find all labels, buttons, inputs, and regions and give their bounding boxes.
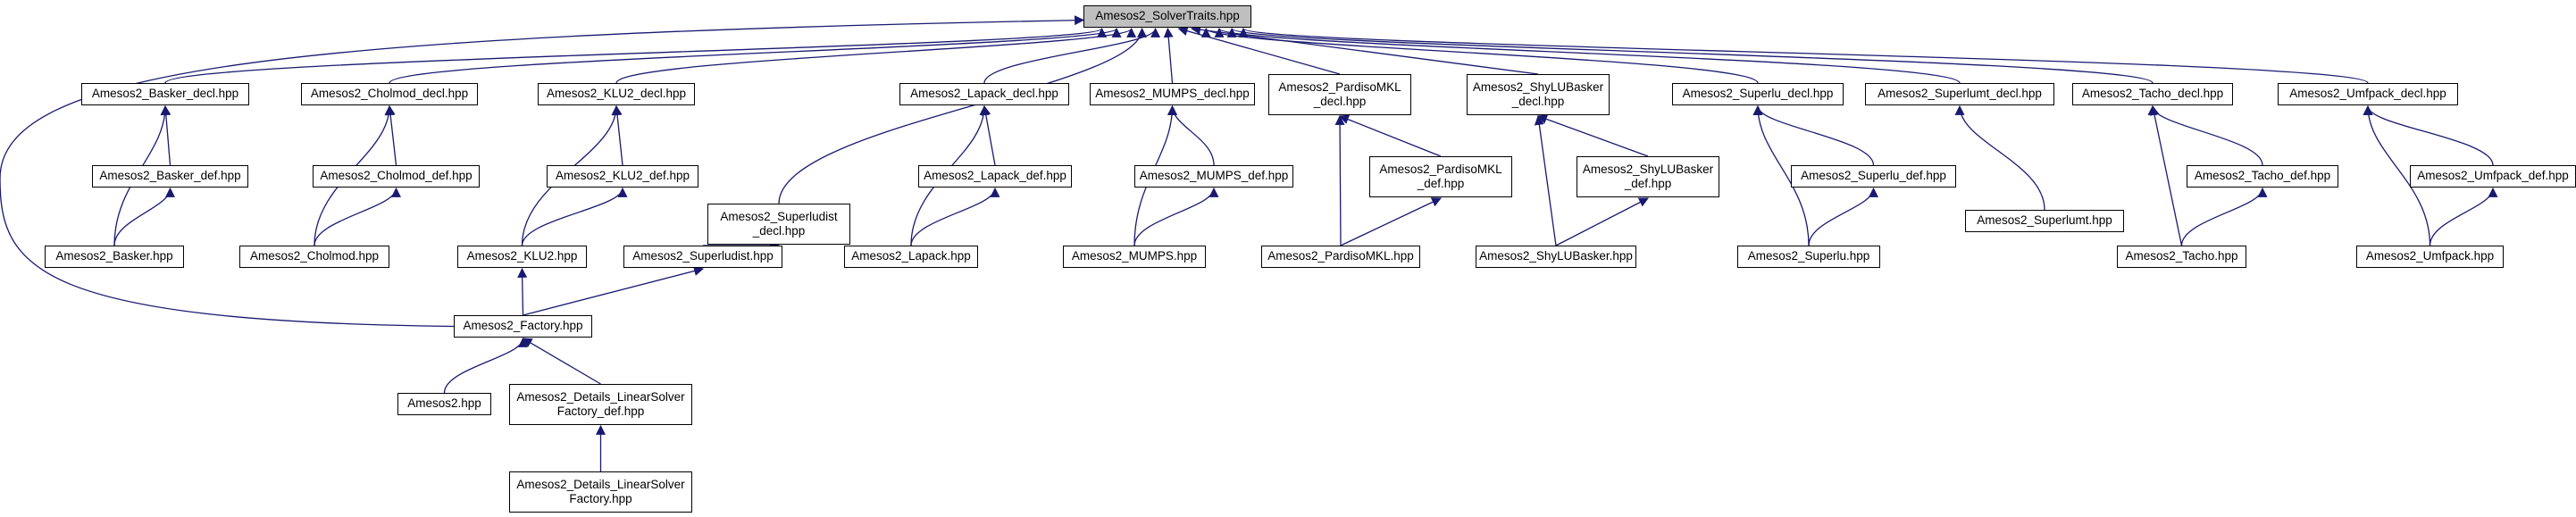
edge-basker-decl-to-root: [164, 27, 1107, 84]
edge-umfpack-to-umfpack-decl: [2363, 104, 2431, 246]
edge-shylu-to-shylu-def: [1555, 197, 1649, 246]
header-node-basker-decl[interactable]: Amesos2_Basker_decl.hpp: [81, 83, 249, 105]
edge-basker-def-to-basker-decl: [161, 104, 171, 166]
header-node-superlumt[interactable]: Amesos2_Superlumt.hpp: [1965, 210, 2124, 232]
edge-mumps-decl-to-root: [1163, 27, 1174, 84]
edge-lapack-to-lapack-def: [910, 187, 1000, 246]
edge-superludist-decl-to-root: [778, 27, 1148, 204]
edge-superlumt-decl-to-root: [1214, 27, 1961, 84]
edge-factory-to-root: [0, 15, 1085, 328]
edge-klu2-to-klu2-def: [521, 187, 628, 246]
header-node-lapack-def[interactable]: Amesos2_Lapack_def.hpp: [918, 165, 1072, 188]
header-node-pardiso-decl[interactable]: Amesos2_PardisoMKL _decl.hpp: [1268, 74, 1411, 115]
header-node-factory[interactable]: Amesos2_Factory.hpp: [454, 315, 592, 338]
edge-mumps-def-to-mumps-decl: [1167, 104, 1215, 166]
header-node-superlu-decl[interactable]: Amesos2_Superlu_decl.hpp: [1672, 83, 1844, 105]
header-node-lapack[interactable]: Amesos2_Lapack.hpp: [844, 246, 978, 268]
edge-amesos2-to-factory: [443, 337, 528, 394]
header-node-lsf-def[interactable]: Amesos2_Details_LinearSolver Factory_def…: [509, 384, 692, 425]
header-node-tacho[interactable]: Amesos2_Tacho.hpp: [2117, 246, 2246, 268]
edge-cholmod-to-cholmod-def: [314, 187, 401, 246]
edge-lsf-def-to-factory: [522, 338, 601, 385]
edge-klu2-def-to-klu2-decl: [612, 104, 623, 166]
header-node-shylu[interactable]: Amesos2_ShyLUBasker.hpp: [1476, 246, 1636, 268]
edge-lapack-decl-to-root: [983, 27, 1161, 84]
edge-basker-to-basker-def: [113, 187, 175, 246]
header-node-basker-def[interactable]: Amesos2_Basker_def.hpp: [92, 165, 248, 188]
edge-factory-to-superludist: [523, 266, 705, 316]
edge-shylu-decl-to-root: [1191, 24, 1539, 75]
header-node-root[interactable]: Amesos2_SolverTraits.hpp: [1083, 5, 1251, 28]
header-node-mumps-decl[interactable]: Amesos2_MUMPS_decl.hpp: [1090, 83, 1255, 105]
header-node-pardiso[interactable]: Amesos2_PardisoMKL.hpp: [1261, 246, 1420, 268]
header-node-lapack-decl[interactable]: Amesos2_Lapack_decl.hpp: [899, 83, 1069, 105]
header-node-cholmod[interactable]: Amesos2_Cholmod.hpp: [239, 246, 389, 268]
edge-superlu-to-superlu-def: [1808, 187, 1878, 246]
header-node-cholmod-decl[interactable]: Amesos2_Cholmod_decl.hpp: [301, 83, 478, 105]
edge-tacho-to-tacho-decl: [2149, 104, 2183, 246]
edge-superlumt-to-superlumt-decl: [1954, 104, 2045, 211]
header-node-lsf[interactable]: Amesos2_Details_LinearSolver Factory.hpp: [509, 471, 692, 513]
edge-cholmod-decl-to-root: [389, 27, 1122, 84]
header-node-amesos2[interactable]: Amesos2.hpp: [397, 393, 491, 415]
header-node-klu2-def[interactable]: Amesos2_KLU2_def.hpp: [547, 165, 698, 188]
header-node-cholmod-def[interactable]: Amesos2_Cholmod_def.hpp: [313, 165, 480, 188]
header-node-superlumt-decl[interactable]: Amesos2_Superlumt_decl.hpp: [1865, 83, 2054, 105]
edge-umfpack-to-umfpack-def: [2429, 187, 2498, 246]
header-node-umfpack[interactable]: Amesos2_Umfpack.hpp: [2356, 246, 2504, 268]
edge-tacho-to-tacho-def: [2180, 187, 2268, 246]
header-node-tacho-decl[interactable]: Amesos2_Tacho_decl.hpp: [2072, 83, 2233, 105]
edge-pardiso-to-pardiso-def: [1340, 197, 1442, 246]
header-node-superludist-decl[interactable]: Amesos2_Superludist _decl.hpp: [707, 204, 850, 245]
edge-shylu-to-shylu-decl: [1534, 114, 1557, 246]
edge-umfpack-decl-to-root: [1239, 27, 2369, 84]
edge-mumps-to-mumps-def: [1133, 187, 1219, 246]
header-node-klu2[interactable]: Amesos2_KLU2.hpp: [457, 246, 587, 268]
header-node-shylu-def[interactable]: Amesos2_ShyLUBasker _def.hpp: [1577, 156, 1719, 197]
edge-cholmod-def-to-cholmod-decl: [385, 104, 397, 166]
edge-superlu-to-superlu-decl: [1752, 104, 1810, 246]
header-node-basker[interactable]: Amesos2_Basker.hpp: [45, 246, 184, 268]
header-node-mumps-def[interactable]: Amesos2_MUMPS_def.hpp: [1134, 165, 1293, 188]
edge-tacho-def-to-tacho-decl: [2147, 104, 2263, 166]
edge-umfpack-def-to-umfpack-decl: [2363, 104, 2494, 166]
edge-lapack-def-to-lapack-decl: [981, 104, 996, 166]
header-node-tacho-def[interactable]: Amesos2_Tacho_def.hpp: [2187, 165, 2338, 188]
header-node-superludist[interactable]: Amesos2_Superludist.hpp: [623, 246, 782, 268]
header-node-pardiso-def[interactable]: Amesos2_PardisoMKL _def.hpp: [1369, 156, 1512, 197]
edge-pardiso-decl-to-root: [1177, 26, 1341, 75]
edge-pardiso-def-to-pardiso-decl: [1338, 114, 1442, 157]
header-node-umfpack-def[interactable]: Amesos2_Umfpack_def.hpp: [2410, 165, 2576, 188]
edge-shylu-def-to-shylu-decl: [1536, 114, 1649, 157]
edge-tacho-decl-to-root: [1227, 27, 2154, 84]
edge-klu2-decl-to-root: [615, 27, 1136, 84]
header-node-klu2-decl[interactable]: Amesos2_KLU2_decl.hpp: [538, 83, 695, 105]
header-node-shylu-decl[interactable]: Amesos2_ShyLUBasker _decl.hpp: [1467, 74, 1610, 115]
edge-pardiso-to-pardiso-decl: [1334, 114, 1345, 246]
header-node-mumps[interactable]: Amesos2_MUMPS.hpp: [1063, 246, 1206, 268]
header-node-umfpack-decl[interactable]: Amesos2_Umfpack_decl.hpp: [2278, 83, 2458, 105]
header-node-superlu-def[interactable]: Amesos2_Superlu_def.hpp: [1791, 165, 1956, 188]
header-node-superlu[interactable]: Amesos2_Superlu.hpp: [1737, 246, 1880, 268]
